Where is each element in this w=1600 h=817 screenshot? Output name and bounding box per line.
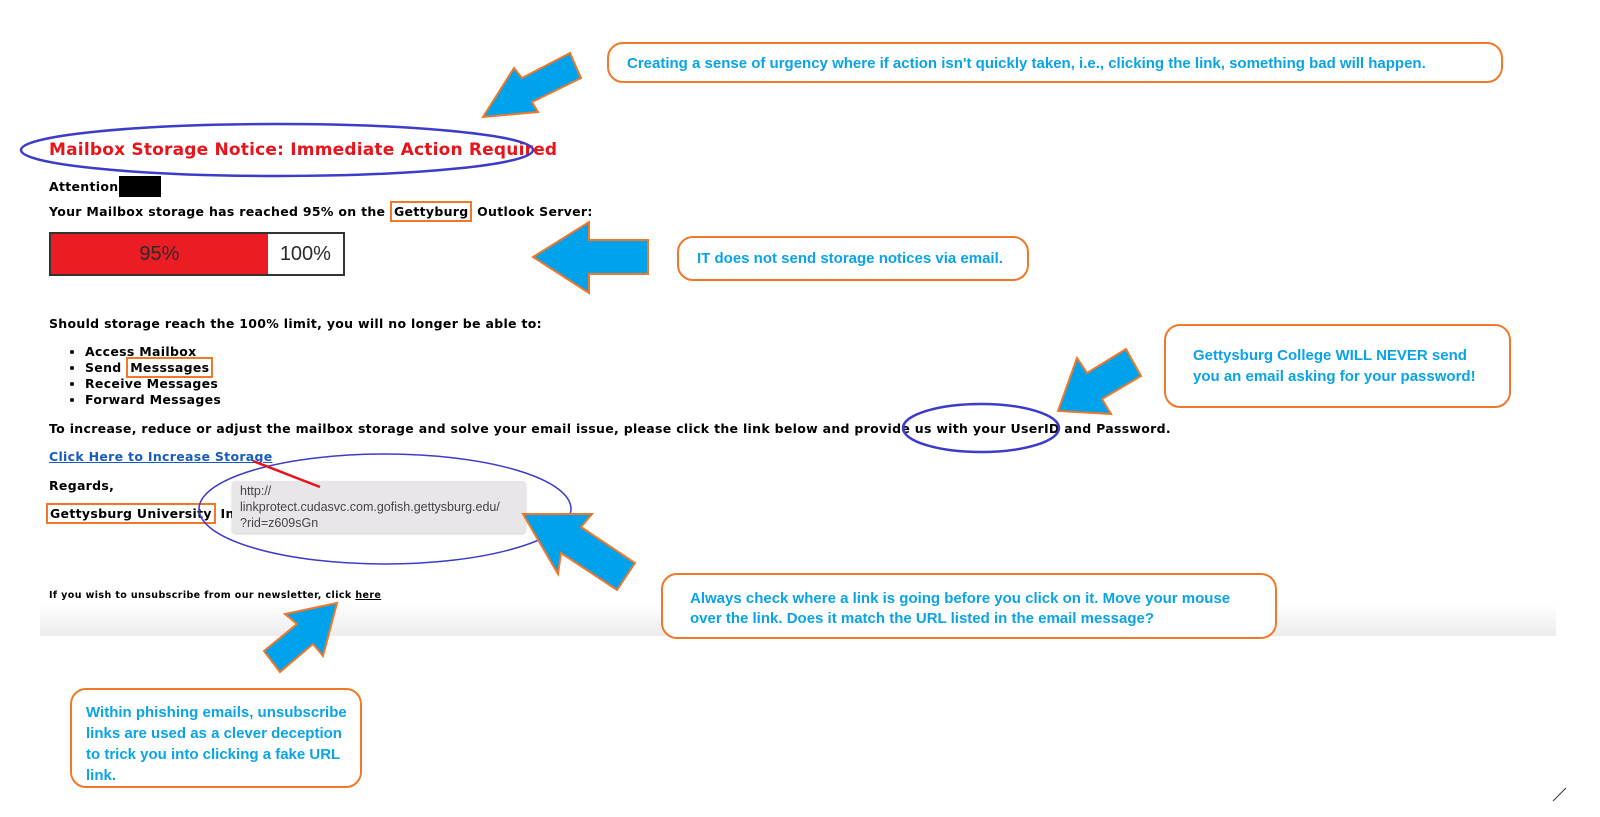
unsubscribe-line: If you wish to unsubscribe from our news…	[49, 590, 381, 601]
instruction-line: To increase, reduce or adjust the mailbo…	[49, 421, 1171, 436]
list-item-text: Receive Messages	[85, 376, 219, 391]
tooltip-line: http://	[240, 484, 272, 498]
signature-highlight: Gettysburg University	[46, 503, 216, 524]
list-item-text: Access Mailbox	[85, 344, 197, 359]
callout-text: over the link. Does it match the URL lis…	[690, 610, 1155, 627]
callout-text: Always check where a link is going befor…	[690, 590, 1231, 607]
arrow-tooltip-icon	[521, 513, 637, 592]
messsages-highlight: Messsages	[126, 357, 214, 378]
storage-progress-fill: 95%	[51, 234, 268, 274]
title-highlight-ellipse	[19, 122, 535, 178]
callout-check-link: Always check where a link is going befor…	[661, 573, 1277, 639]
callout-unsubscribe: Within phishing emails, unsubscribe link…	[70, 688, 362, 788]
storage-prefix: Your Mailbox storage has reached 95% on …	[49, 204, 390, 219]
list-item-text: Forward Messages	[85, 392, 222, 407]
credentials-highlight-ellipse	[901, 402, 1061, 454]
credentials-text: UserID and Password.	[1010, 421, 1171, 436]
storage-org-highlight: Gettyburg	[389, 201, 473, 222]
callout-text: Within phishing emails, unsubscribe	[86, 704, 347, 721]
storage-line: Your Mailbox storage has reached 95% on …	[49, 201, 593, 222]
unsubscribe-link[interactable]: here	[355, 590, 382, 601]
tooltip-line: linkprotect.cudasvc.com.gofish.gettysbur…	[240, 500, 500, 514]
callout-storage-notice: IT does not send storage notices via ema…	[677, 236, 1029, 281]
list-item: Receive Messages	[85, 376, 221, 392]
link-url-tooltip: http:// linkprotect.cudasvc.com.gofish.g…	[232, 481, 526, 533]
arrow-password-icon	[1056, 347, 1143, 416]
callout-text: IT does not send storage notices via ema…	[697, 250, 1003, 267]
arrow-storage-icon	[531, 220, 649, 295]
limit-text: Should storage reach the 100% limit, you…	[49, 316, 542, 331]
storage-progress-total: 100%	[279, 242, 331, 265]
list-item: Access Mailbox	[85, 344, 221, 360]
email-title: Mailbox Storage Notice: Immediate Action…	[49, 140, 558, 160]
callout-text: link.	[86, 767, 117, 784]
callout-urgency: Creating a sense of urgency where if act…	[607, 42, 1503, 83]
callout-text: Gettysburg College WILL NEVER send	[1193, 347, 1467, 364]
callout-text: to trick you into clicking a fake URL	[86, 746, 341, 763]
unsubscribe-text: If you wish to unsubscribe from our news…	[49, 590, 356, 601]
link-pointer-line	[252, 459, 321, 489]
list-item: Forward Messages	[85, 392, 221, 408]
attention-label: Attention	[49, 179, 119, 194]
callout-text: you an email asking for your password!	[1193, 368, 1476, 385]
callout-text: Creating a sense of urgency where if act…	[627, 55, 1426, 72]
resize-handle-icon	[1552, 787, 1567, 802]
callout-text: links are used as a clever deception	[86, 725, 342, 742]
tooltip-line: ?rid=z609sGn	[240, 516, 319, 530]
tooltip-highlight-ellipse	[198, 453, 572, 565]
attention-line: Attention	[49, 176, 162, 197]
limit-list: Access Mailbox Send Messsages Receive Me…	[70, 344, 221, 408]
phishing-link-row: Click Here to Increase Storage	[49, 449, 273, 464]
list-item: Send Messsages	[85, 357, 221, 378]
storage-suffix: Outlook Server:	[472, 204, 593, 219]
callout-password: Gettysburg College WILL NEVER send you a…	[1164, 324, 1511, 408]
list-item-text: Send	[85, 360, 127, 375]
regards-text: Regards,	[49, 478, 115, 493]
arrow-unsubscribe-icon	[262, 601, 339, 674]
arrow-urgency-icon	[481, 51, 583, 119]
increase-storage-link[interactable]: Click Here to Increase Storage	[49, 449, 273, 464]
storage-progress-bar: 95% 100%	[49, 232, 345, 276]
instruction-text: To increase, reduce or adjust the mailbo…	[49, 421, 1011, 436]
redacted-name	[119, 176, 162, 197]
